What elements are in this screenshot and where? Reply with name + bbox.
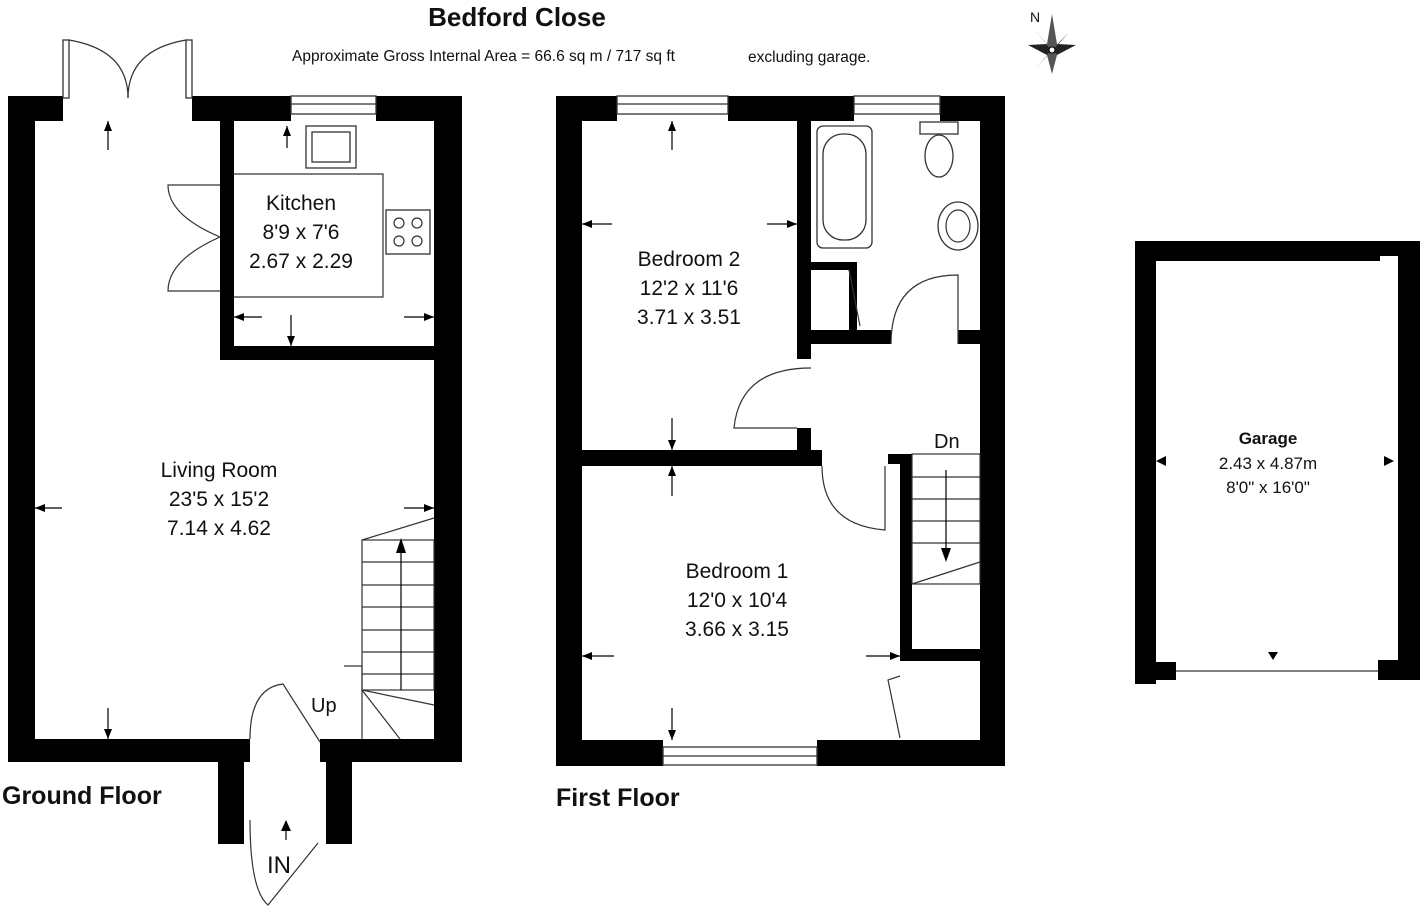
door-swing (167, 236, 221, 292)
wall (849, 262, 857, 330)
compass-icon: N (1028, 9, 1076, 74)
cupboard-door (887, 675, 901, 739)
window (616, 95, 729, 115)
wall (980, 96, 1005, 766)
wall (220, 346, 434, 360)
hob-icon (385, 209, 431, 255)
garage-door-arrow (1268, 652, 1278, 660)
wall (8, 96, 63, 121)
wall (888, 454, 912, 464)
window (853, 95, 941, 115)
area-text: Approximate Gross Internal Area = 66.6 s… (292, 48, 676, 65)
french-door-left (62, 39, 70, 99)
kitchen-imperial: 8'9 x 7'6 (263, 221, 340, 244)
wall (556, 96, 617, 121)
wall (1135, 241, 1380, 261)
wall (8, 739, 250, 762)
ground-floor-label: Ground Floor (2, 782, 162, 810)
entrance-label: IN (267, 852, 291, 879)
dimension-arrows (582, 121, 900, 740)
first-floor-label: First Floor (556, 784, 680, 812)
basin-icon (937, 201, 979, 251)
wall (326, 762, 352, 844)
wall (817, 740, 1005, 766)
wall (958, 330, 980, 344)
compass-north-label: N (1030, 9, 1040, 25)
wall (218, 762, 244, 844)
toilet-icon (924, 134, 954, 178)
bedroom1-door (821, 465, 886, 531)
wall (900, 454, 912, 659)
wall (811, 330, 891, 344)
staircase-down (911, 453, 981, 585)
entrance-door (249, 683, 321, 743)
dimension-arrows (35, 121, 434, 739)
kitchen-name: Kitchen (266, 192, 336, 215)
wall (1135, 241, 1156, 684)
wall (797, 121, 811, 359)
wall (582, 450, 822, 466)
wall (556, 96, 582, 766)
garage-imperial: 8'0" x 16'0" (1226, 478, 1310, 497)
stairs-down-label: Dn (934, 431, 960, 453)
bath-inner (822, 133, 867, 241)
living-room-metric: 7.14 x 4.62 (167, 517, 271, 540)
garage-metric: 2.43 x 4.87m (1219, 454, 1317, 473)
cupboard-door (848, 269, 861, 327)
wall (1398, 241, 1420, 680)
wall (1156, 662, 1176, 680)
wall (728, 96, 854, 121)
bedroom1-metric: 3.66 x 3.15 (685, 618, 789, 641)
kitchen-counter (234, 173, 384, 298)
garage: Garage 2.43 x 4.87m 8'0" x 16'0" (1135, 241, 1420, 684)
sink-bowl (311, 131, 351, 163)
area-suffix: excluding garage. (748, 49, 870, 66)
wall (556, 740, 663, 766)
kitchen-metric: 2.67 x 2.29 (249, 250, 353, 273)
wall (1378, 660, 1400, 680)
dimension-arrow (1384, 456, 1394, 466)
window (290, 95, 377, 115)
stairs-up-label: Up (311, 695, 337, 717)
bathroom-door (890, 274, 959, 345)
living-room-imperial: 23'5 x 15'2 (169, 488, 269, 511)
dimension-arrow (1156, 456, 1166, 466)
bedroom1-imperial: 12'0 x 10'4 (687, 589, 788, 612)
wall (811, 262, 856, 270)
wall (320, 739, 462, 762)
door-swing (167, 184, 221, 238)
toilet-cistern (919, 121, 959, 135)
bedroom2-name: Bedroom 2 (638, 248, 741, 271)
door-swing (127, 39, 187, 99)
door-swing (68, 39, 129, 99)
staircase-up (344, 517, 435, 740)
wall (192, 96, 291, 121)
bedroom2-imperial: 12'2 x 11'6 (640, 277, 739, 300)
bedroom1-name: Bedroom 1 (686, 560, 789, 583)
garage-name: Garage (1239, 429, 1298, 448)
wall (8, 96, 35, 762)
wall (900, 649, 980, 661)
bedroom2-door (733, 367, 812, 429)
plan-title: Bedford Close (428, 2, 606, 32)
wall (220, 121, 234, 359)
ground-floor: Kitchen 8'9 x 7'6 2.67 x 2.29 Living Roo… (2, 39, 462, 906)
first-floor: Bedroom 2 12'2 x 11'6 3.71 x 3.51 Bedroo… (556, 95, 1005, 812)
living-room-name: Living Room (161, 459, 278, 482)
wall (434, 96, 462, 762)
french-door-right (185, 39, 193, 99)
porch-door (249, 819, 319, 906)
bedroom2-metric: 3.71 x 3.51 (637, 306, 741, 329)
